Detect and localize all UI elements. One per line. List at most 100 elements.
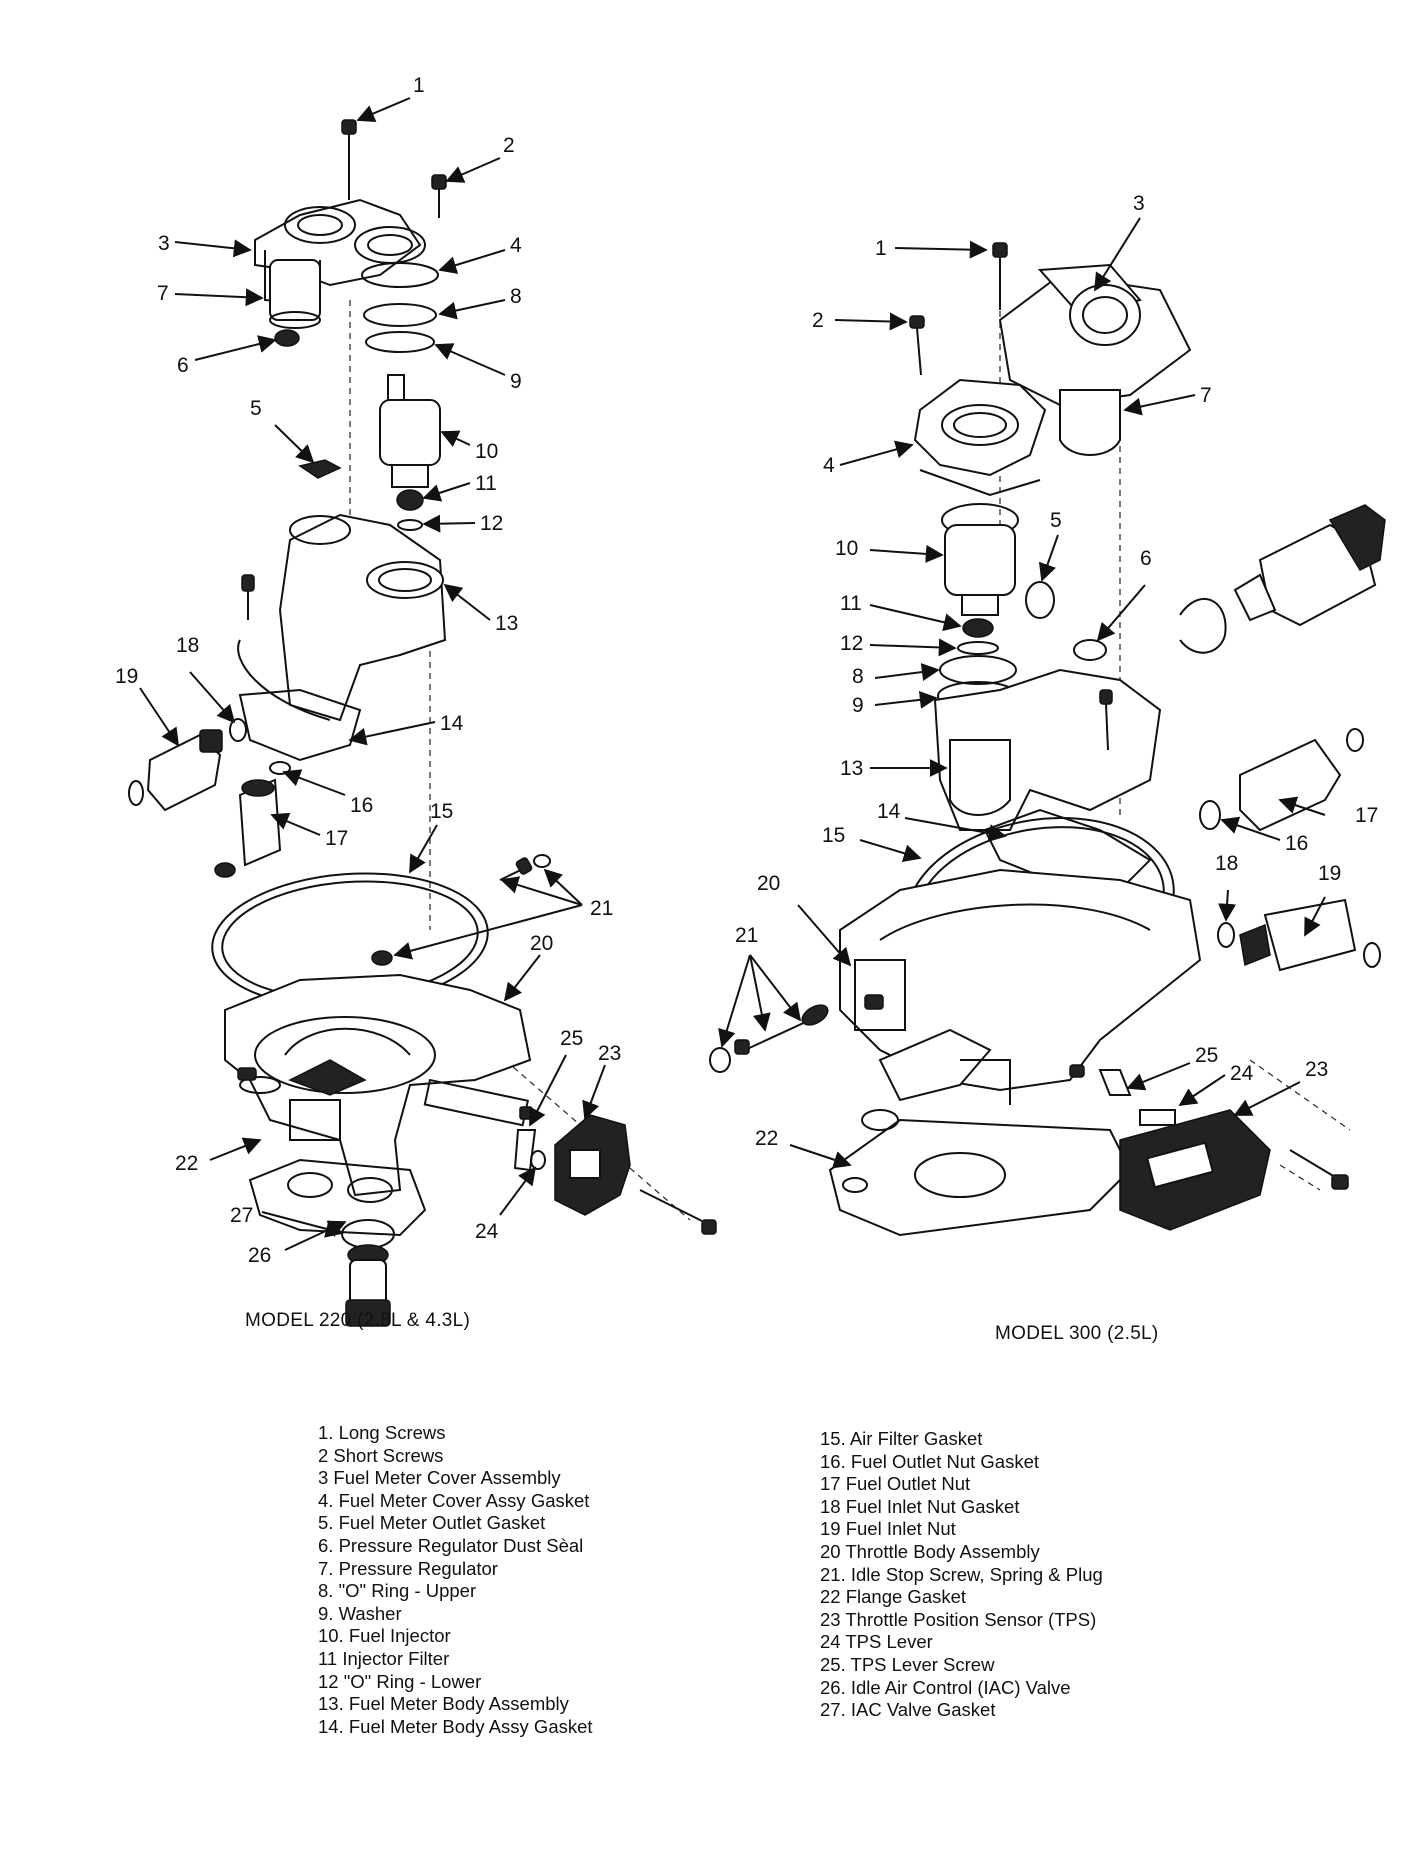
lower-o-ring <box>397 519 423 531</box>
long-screw-part <box>992 242 1008 310</box>
callout-label: 22 <box>755 1127 778 1150</box>
legend-item: 10. Fuel Injector <box>318 1625 451 1647</box>
callout-label: 21 <box>735 924 758 947</box>
fuel-outlet-nut-gasket-part <box>269 761 291 775</box>
injector-filter-part <box>396 489 424 511</box>
callout-label: 21 <box>590 897 613 920</box>
legend-item: 21. Idle Stop Screw, Spring & Plug <box>820 1563 1103 1585</box>
washer-ring <box>365 331 435 353</box>
callout-label: 19 <box>115 665 138 688</box>
fuel-inlet-nut-part <box>1239 898 1381 972</box>
callout-labels-right: 3 1 2 7 4 5 6 10 11 12 8 9 13 17 14 16 1… <box>735 192 1378 1150</box>
fuel-outlet-nut-gasket-part <box>1199 800 1221 830</box>
callout-label: 7 <box>157 282 169 305</box>
legend-item: 7. Pressure Regulator <box>318 1557 498 1579</box>
upper-o-ring <box>939 655 1017 685</box>
callout-label: 4 <box>510 234 522 257</box>
idle-stop-screw-part <box>709 1004 829 1073</box>
callout-arrows-right <box>718 217 1326 1169</box>
callout-label: 11 <box>840 592 862 615</box>
fuel-inlet-nut-part <box>128 729 223 812</box>
callout-label: 3 <box>1133 192 1145 215</box>
fuel-meter-cover-part <box>998 263 1192 407</box>
callout-label: 20 <box>530 932 553 955</box>
callout-label: 14 <box>877 800 901 823</box>
callout-label: 15 <box>430 800 453 823</box>
cover-gasket-part <box>913 378 1047 497</box>
fuel-outlet-nut-part <box>1239 728 1364 832</box>
legend-item: 15. Air Filter Gasket <box>820 1428 983 1449</box>
callout-labels-left: 1 2 3 4 7 8 6 9 5 10 11 12 13 18 19 14 1… <box>115 74 621 1267</box>
callout-label: 22 <box>175 1152 198 1175</box>
throttle-body-part <box>839 868 1202 1131</box>
model-220-drawing <box>128 119 717 1327</box>
throttle-body-part <box>224 973 532 1197</box>
callout-arrows-left <box>139 97 606 1251</box>
upper-o-ring <box>363 303 437 327</box>
callout-label: 12 <box>480 512 503 535</box>
callout-label: 14 <box>440 712 464 735</box>
injector-filter-part <box>962 618 994 638</box>
tps-lever-screw-part <box>1069 1064 1132 1096</box>
callout-label: 1 <box>875 237 887 260</box>
tps-lever-screw-part <box>423 1078 533 1127</box>
legend-item: 12 "O" Ring - Lower <box>318 1670 482 1692</box>
callout-label: 2 <box>812 309 824 332</box>
legend-item: 11 Injector Filter <box>318 1647 450 1669</box>
fuel-inlet-nut-gasket-part <box>1217 922 1235 948</box>
legend-item: 1. Long Screws <box>318 1422 446 1443</box>
pressure-regulator-part <box>1059 389 1121 456</box>
callout-label: 10 <box>475 440 498 463</box>
legend-item: 22 Flange Gasket <box>820 1586 967 1608</box>
flange-gasket-part <box>248 1158 427 1237</box>
legend-item: 5. Fuel Meter Outlet Gasket <box>318 1512 546 1534</box>
model-300-drawing <box>709 242 1386 1237</box>
pressure-regulator-part <box>269 259 321 329</box>
pressure-regulator-dust-seal-part <box>274 329 300 347</box>
callout-label: 8 <box>510 285 522 308</box>
iac-valve-part <box>345 1244 391 1327</box>
callout-label: 16 <box>1285 832 1308 855</box>
throttle-position-sensor-part <box>1119 1109 1349 1231</box>
callout-label: 6 <box>177 354 189 377</box>
callout-label: 27 <box>230 1204 253 1227</box>
callout-label: 6 <box>1140 547 1152 570</box>
fuel-meter-body-gasket-part <box>983 808 1152 892</box>
callout-label: 17 <box>1355 804 1378 827</box>
callout-label: 25 <box>1195 1044 1218 1067</box>
legend-item: 16. Fuel Outlet Nut Gasket <box>820 1450 1040 1472</box>
callout-label: 3 <box>158 232 170 255</box>
legend-item: 27. IAC Valve Gasket <box>820 1699 996 1721</box>
legend-item: 4. Fuel Meter Cover Assy Gasket <box>318 1489 590 1511</box>
flange-gasket-part <box>828 1118 1132 1237</box>
fuel-meter-outlet-gasket-part <box>298 459 342 479</box>
legend-item: 13. Fuel Meter Body Assembly <box>318 1693 569 1715</box>
callout-label: 16 <box>350 794 373 817</box>
legend-item: 25. TPS Lever Screw <box>820 1653 995 1675</box>
fuel-meter-body-part <box>241 513 447 722</box>
callout-label: 18 <box>1215 852 1238 875</box>
idle-stop-screw-part <box>371 854 551 966</box>
fuel-injector-part <box>379 374 441 488</box>
throttle-position-sensor-part <box>554 1114 717 1235</box>
callout-label: 5 <box>1050 509 1062 532</box>
callout-label: 20 <box>757 872 780 895</box>
legend-item: 26. Idle Air Control (IAC) Valve <box>820 1676 1071 1698</box>
legend-item: 20 Throttle Body Assembly <box>820 1540 1040 1562</box>
callout-label: 26 <box>248 1244 271 1267</box>
callout-label: 18 <box>176 634 199 657</box>
lower-o-ring <box>957 641 999 655</box>
callout-label: 11 <box>475 472 497 495</box>
pressure-regulator-dust-seal-part <box>1073 639 1107 661</box>
fuel-outlet-nut-part <box>214 778 282 878</box>
callout-label: 17 <box>325 827 348 850</box>
parts-legend-right: 15. Air Filter Gasket 16. Fuel Outlet Nu… <box>820 1428 1103 1722</box>
callout-label: 10 <box>835 537 858 560</box>
legend-item: 17 Fuel Outlet Nut <box>820 1473 971 1495</box>
callout-label: 25 <box>560 1027 583 1050</box>
callout-label: 5 <box>250 397 262 420</box>
short-screw-part <box>909 315 925 376</box>
model-300-caption: MODEL 300 (2.5L) <box>995 1323 1159 1344</box>
callout-label: 23 <box>598 1042 621 1065</box>
